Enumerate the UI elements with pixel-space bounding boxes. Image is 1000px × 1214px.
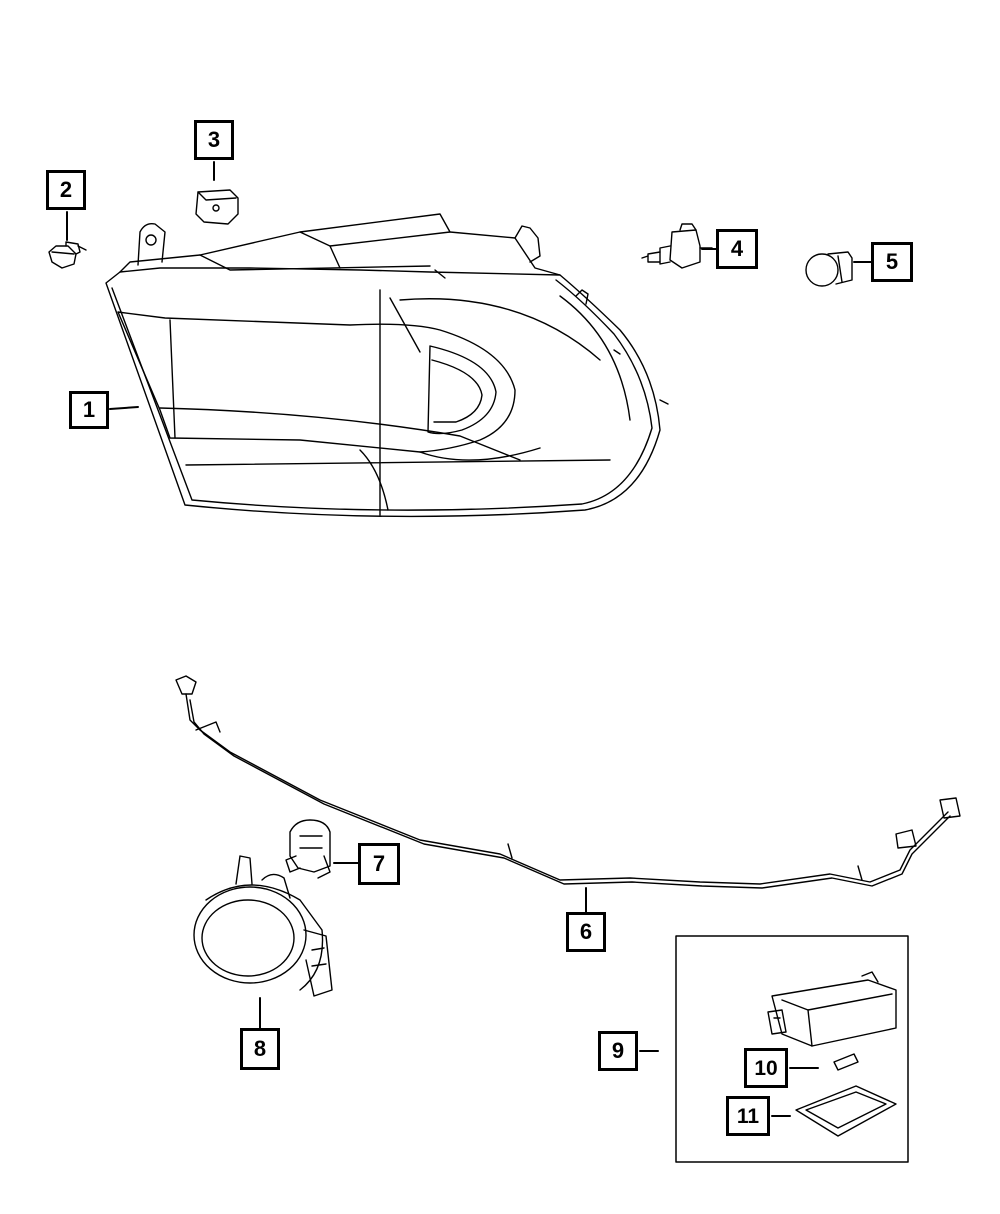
callout-4: 4 bbox=[716, 229, 758, 269]
fog-bulb-icon bbox=[285, 819, 331, 879]
leader-line-1 bbox=[109, 406, 139, 410]
callout-3: 3 bbox=[194, 120, 234, 160]
callout-10: 10 bbox=[744, 1048, 788, 1088]
halogen-bulb-icon bbox=[641, 223, 713, 269]
callout-7: 7 bbox=[358, 843, 400, 885]
wedge-bulb-icon bbox=[805, 251, 853, 287]
wiring-harness bbox=[175, 675, 961, 889]
gasket-icon bbox=[795, 1085, 897, 1137]
callout-6: 6 bbox=[566, 912, 606, 952]
callout-1: 1 bbox=[69, 391, 109, 429]
callout-2: 2 bbox=[46, 170, 86, 210]
callout-5: 5 bbox=[871, 242, 913, 282]
headlamp-assembly bbox=[105, 213, 669, 518]
ballast-module-icon bbox=[767, 971, 897, 1047]
fuse-icon bbox=[833, 1053, 859, 1071]
callout-11: 11 bbox=[726, 1096, 770, 1136]
callout-9: 9 bbox=[598, 1031, 638, 1071]
fog-lamp-assembly bbox=[193, 855, 333, 997]
clip-nut-icon bbox=[195, 189, 239, 225]
inset-frame bbox=[675, 935, 909, 1163]
callout-8: 8 bbox=[240, 1028, 280, 1070]
bolt-icon bbox=[48, 241, 87, 269]
